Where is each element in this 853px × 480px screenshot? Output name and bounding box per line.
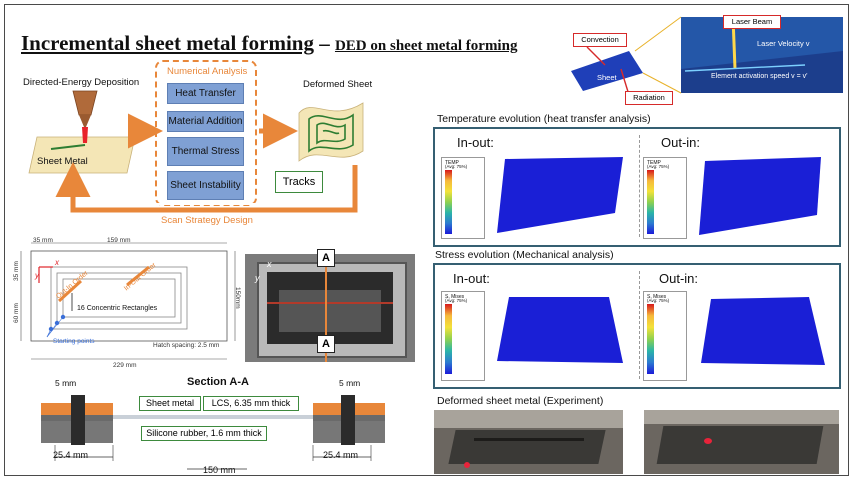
stress-sim-in-out — [497, 297, 623, 363]
dim-5mm-right: 5 mm — [339, 378, 361, 388]
stress-out-in-label: Out-in: — [659, 271, 699, 286]
title-dash: – — [313, 31, 335, 55]
ded-label: Directed-Energy Deposition — [23, 77, 140, 88]
sheet-small-label: Sheet — [597, 73, 617, 82]
temp-legend-right: TEMP (Avg: 75%) — [643, 157, 687, 239]
dim-25-right: 25.4 mm — [323, 450, 359, 460]
title-sub: DED on sheet metal forming — [334, 38, 518, 54]
stress-legend-right: S, Mises (Avg: 75%) — [643, 291, 687, 381]
stress-panel: In-out: Out-in: S, Mises (Avg: 75%) S, M… — [433, 263, 841, 389]
dim-35-top: 35 mm — [33, 237, 53, 244]
figure-frame: Incremental sheet metal forming – DED on… — [4, 4, 849, 476]
temperature-heading: Temperature evolution (heat transfer ana… — [437, 113, 651, 125]
step-thermal-stress: Thermal Stress — [167, 137, 244, 166]
numerical-analysis-label: Numerical Analysis — [167, 66, 248, 77]
activation-speed-label: Element activation speed v = v' — [711, 73, 808, 80]
process-arrows — [55, 113, 358, 213]
laser-velocity-label: Laser Velocity v — [757, 39, 810, 48]
stress-in-out-label: In-out: — [453, 271, 490, 286]
axis-y-label: y — [35, 271, 39, 280]
temp-legend-left: TEMP (Avg: 75%) — [441, 157, 485, 239]
section-title: Section A-A — [187, 376, 249, 388]
starting-points-label: Starting points — [53, 338, 95, 345]
convection-callout: Convection — [573, 33, 627, 47]
experiment-heading: Deformed sheet metal (Experiment) — [437, 395, 604, 407]
temp-sim-out-in — [699, 157, 821, 235]
scan-strategy-label: Scan Strategy Design — [161, 215, 253, 226]
marker-a-bottom: A — [317, 335, 335, 353]
step-heat-transfer: Heat Transfer — [167, 83, 244, 104]
section-drawing — [41, 395, 385, 470]
radiation-callout: Radiation — [625, 91, 673, 105]
step-sheet-instability: Sheet Instability — [167, 171, 244, 200]
laser-illustration — [571, 16, 843, 96]
stress-sim-out-in — [701, 297, 825, 365]
lcs-callout: LCS, 6.35 mm thick — [203, 396, 299, 411]
experiment-photo-in-out — [434, 410, 623, 474]
fixture-axis-x: x — [267, 259, 272, 269]
laser-beam-callout: Laser Beam — [723, 15, 781, 29]
temperature-panel: In-out: Out-in: TEMP (Avg: 75%) TEMP (Av… — [433, 127, 841, 247]
silicone-callout: Silicone rubber, 1.6 mm thick — [141, 426, 267, 441]
deformed-sheet-label: Deformed Sheet — [303, 79, 373, 90]
tracks-callout: Tracks — [275, 171, 323, 193]
step-material-addition: Material Addition — [167, 111, 244, 132]
stress-heading: Stress evolution (Mechanical analysis) — [435, 249, 614, 261]
temp-out-in-label: Out-in: — [661, 135, 701, 150]
temp-in-out-label: In-out: — [457, 135, 494, 150]
sheet-metal-callout: Sheet metal — [139, 396, 201, 411]
dim-25-left: 25.4 mm — [53, 450, 89, 460]
axis-x-label: x — [55, 258, 59, 267]
experiment-photo-out-in — [644, 410, 839, 474]
dim-5mm-left: 5 mm — [55, 378, 77, 388]
temp-sim-in-out — [497, 157, 623, 233]
fixture-axis-y: y — [255, 273, 260, 283]
deformed-sheet-illustration — [298, 102, 364, 162]
fixture-photo — [245, 254, 415, 362]
dim-150: 150mm — [234, 287, 241, 309]
concentric-label: 16 Concentric Rectangles — [77, 305, 158, 312]
dim-229: 229 mm — [113, 362, 137, 369]
marker-a-top: A — [317, 249, 335, 267]
dim-35-left: 35 mm — [13, 261, 20, 281]
sheet-metal-label: Sheet Metal — [37, 156, 88, 167]
dim-159: 159 mm — [107, 237, 131, 244]
dim-150mm: 150 mm — [203, 465, 236, 475]
page-title: Incremental sheet metal forming – DED on… — [21, 31, 517, 56]
hatch-spacing-label: Hatch spacing: 2.5 mm — [153, 342, 220, 349]
toolpath-drawing — [20, 242, 236, 360]
title-main: Incremental sheet metal forming — [21, 31, 314, 55]
stress-legend-left: S, Mises (Avg: 75%) — [441, 291, 485, 381]
dim-60: 60 mm — [13, 303, 20, 323]
